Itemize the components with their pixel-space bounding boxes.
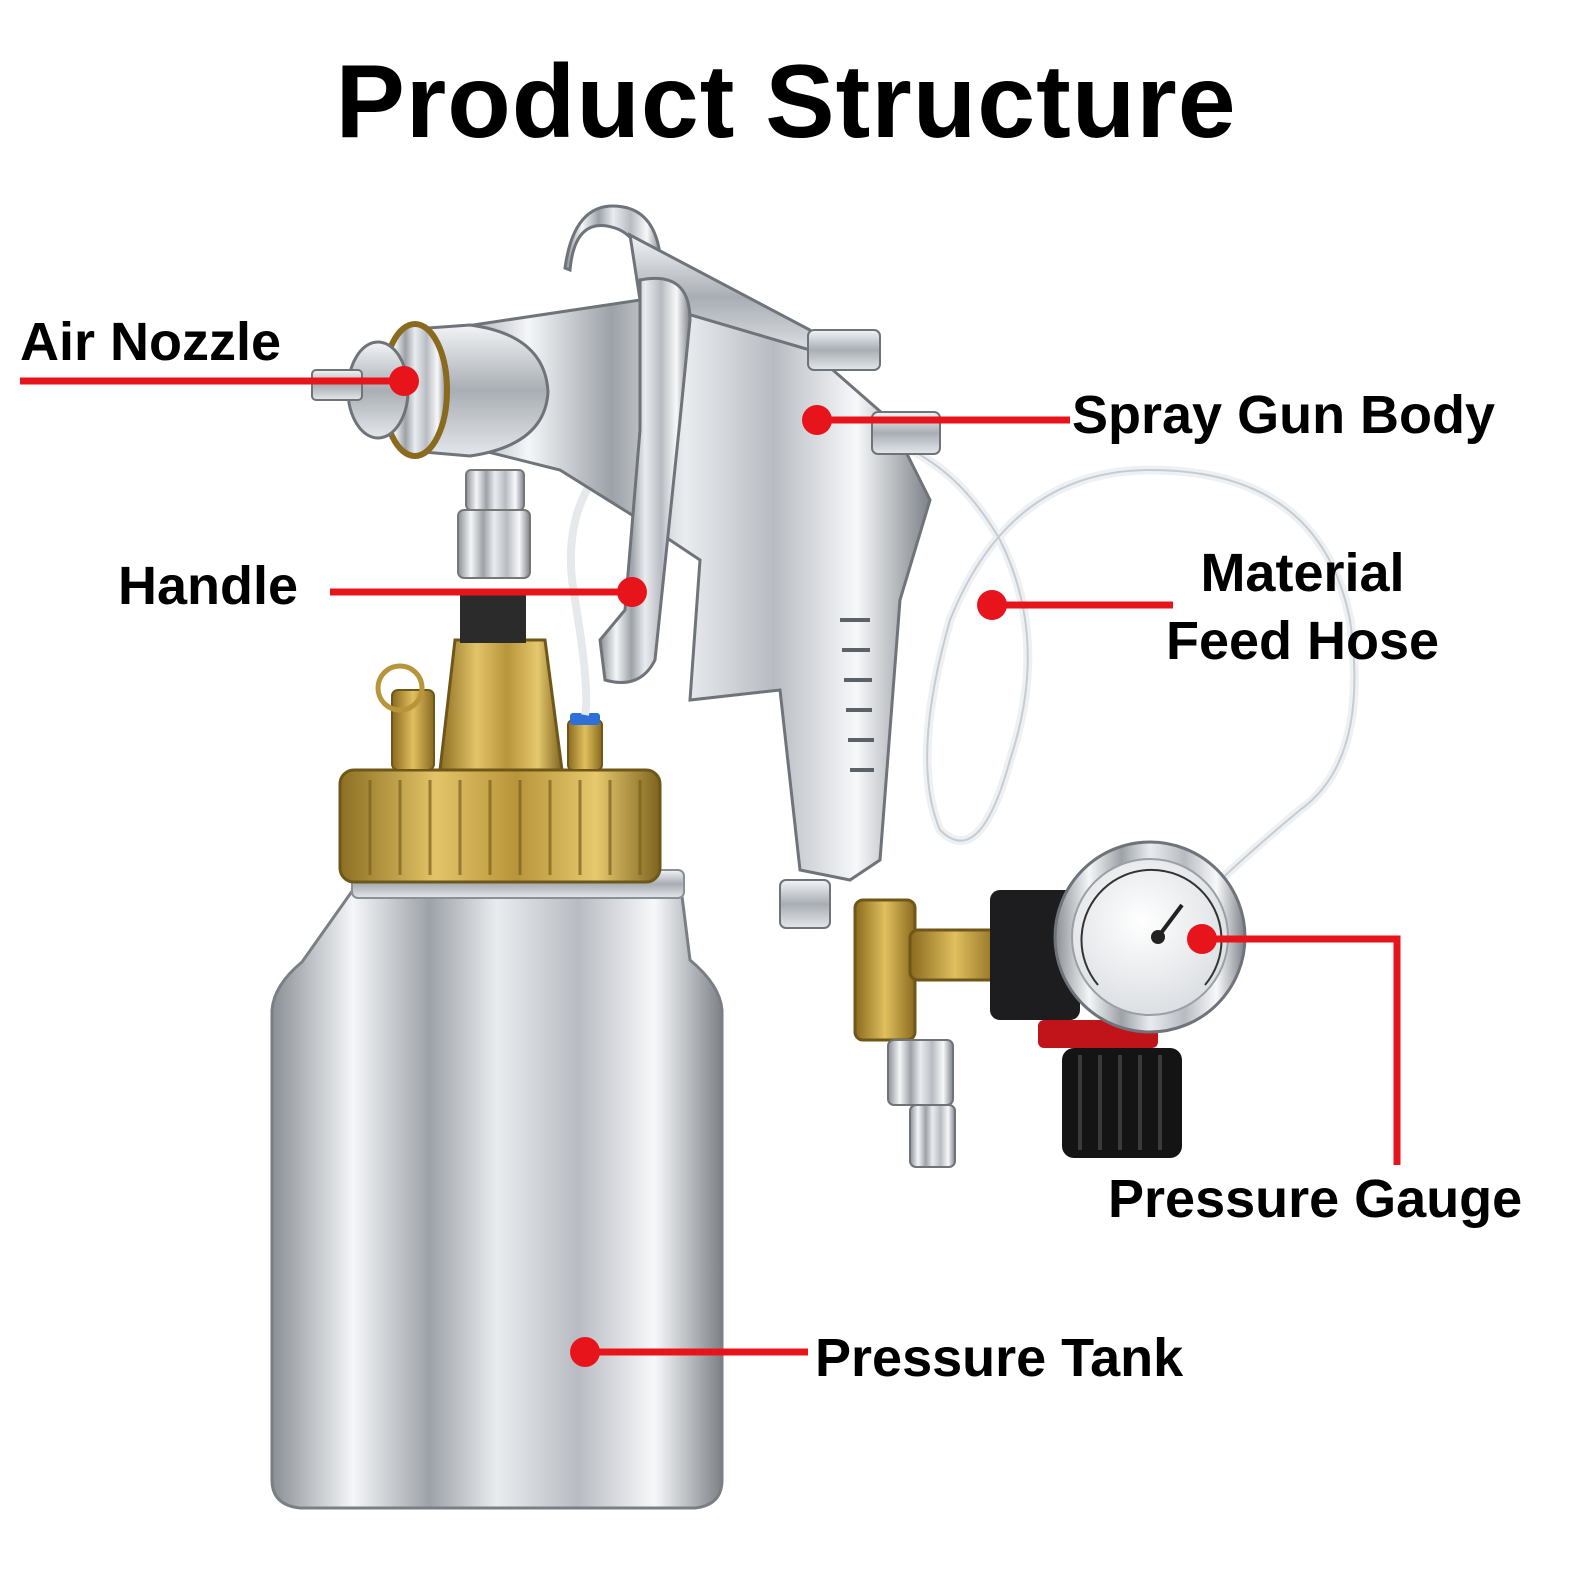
- pressure-tank-shape: [270, 869, 724, 1510]
- callout-pressure-gauge: [1187, 924, 1401, 1165]
- label-air-nozzle: Air Nozzle: [20, 312, 282, 372]
- air-inlet-fitting-shape: [853, 898, 1002, 1168]
- callout-handle: [330, 577, 647, 607]
- callout-material-feed-hose: [977, 590, 1173, 620]
- label-pressure-tank: Pressure Tank: [815, 1328, 1184, 1388]
- label-pressure-gauge: Pressure Gauge: [1108, 1169, 1523, 1229]
- label-spray-gun-body: Spray Gun Body: [1072, 385, 1496, 445]
- gun-connector-shape: [457, 469, 531, 643]
- tank-lid-shape: [338, 638, 662, 884]
- air-nozzle-shape: [311, 321, 550, 459]
- callout-spray-gun-body: [802, 405, 1070, 435]
- label-material-feed-hose-line2: Feed Hose: [1165, 610, 1440, 671]
- spray-gun-body-shape: [438, 204, 941, 929]
- callout-air-nozzle: [20, 366, 419, 396]
- pressure-gauge-shape: [990, 840, 1247, 1158]
- page-title: Product Structure: [335, 44, 1237, 160]
- callout-pressure-tank: [570, 1337, 808, 1367]
- label-handle: Handle: [118, 556, 299, 616]
- label-material-feed-hose-line1: Material: [1200, 543, 1405, 603]
- label-material-feed-hose: Material Feed Hose: [1150, 540, 1455, 675]
